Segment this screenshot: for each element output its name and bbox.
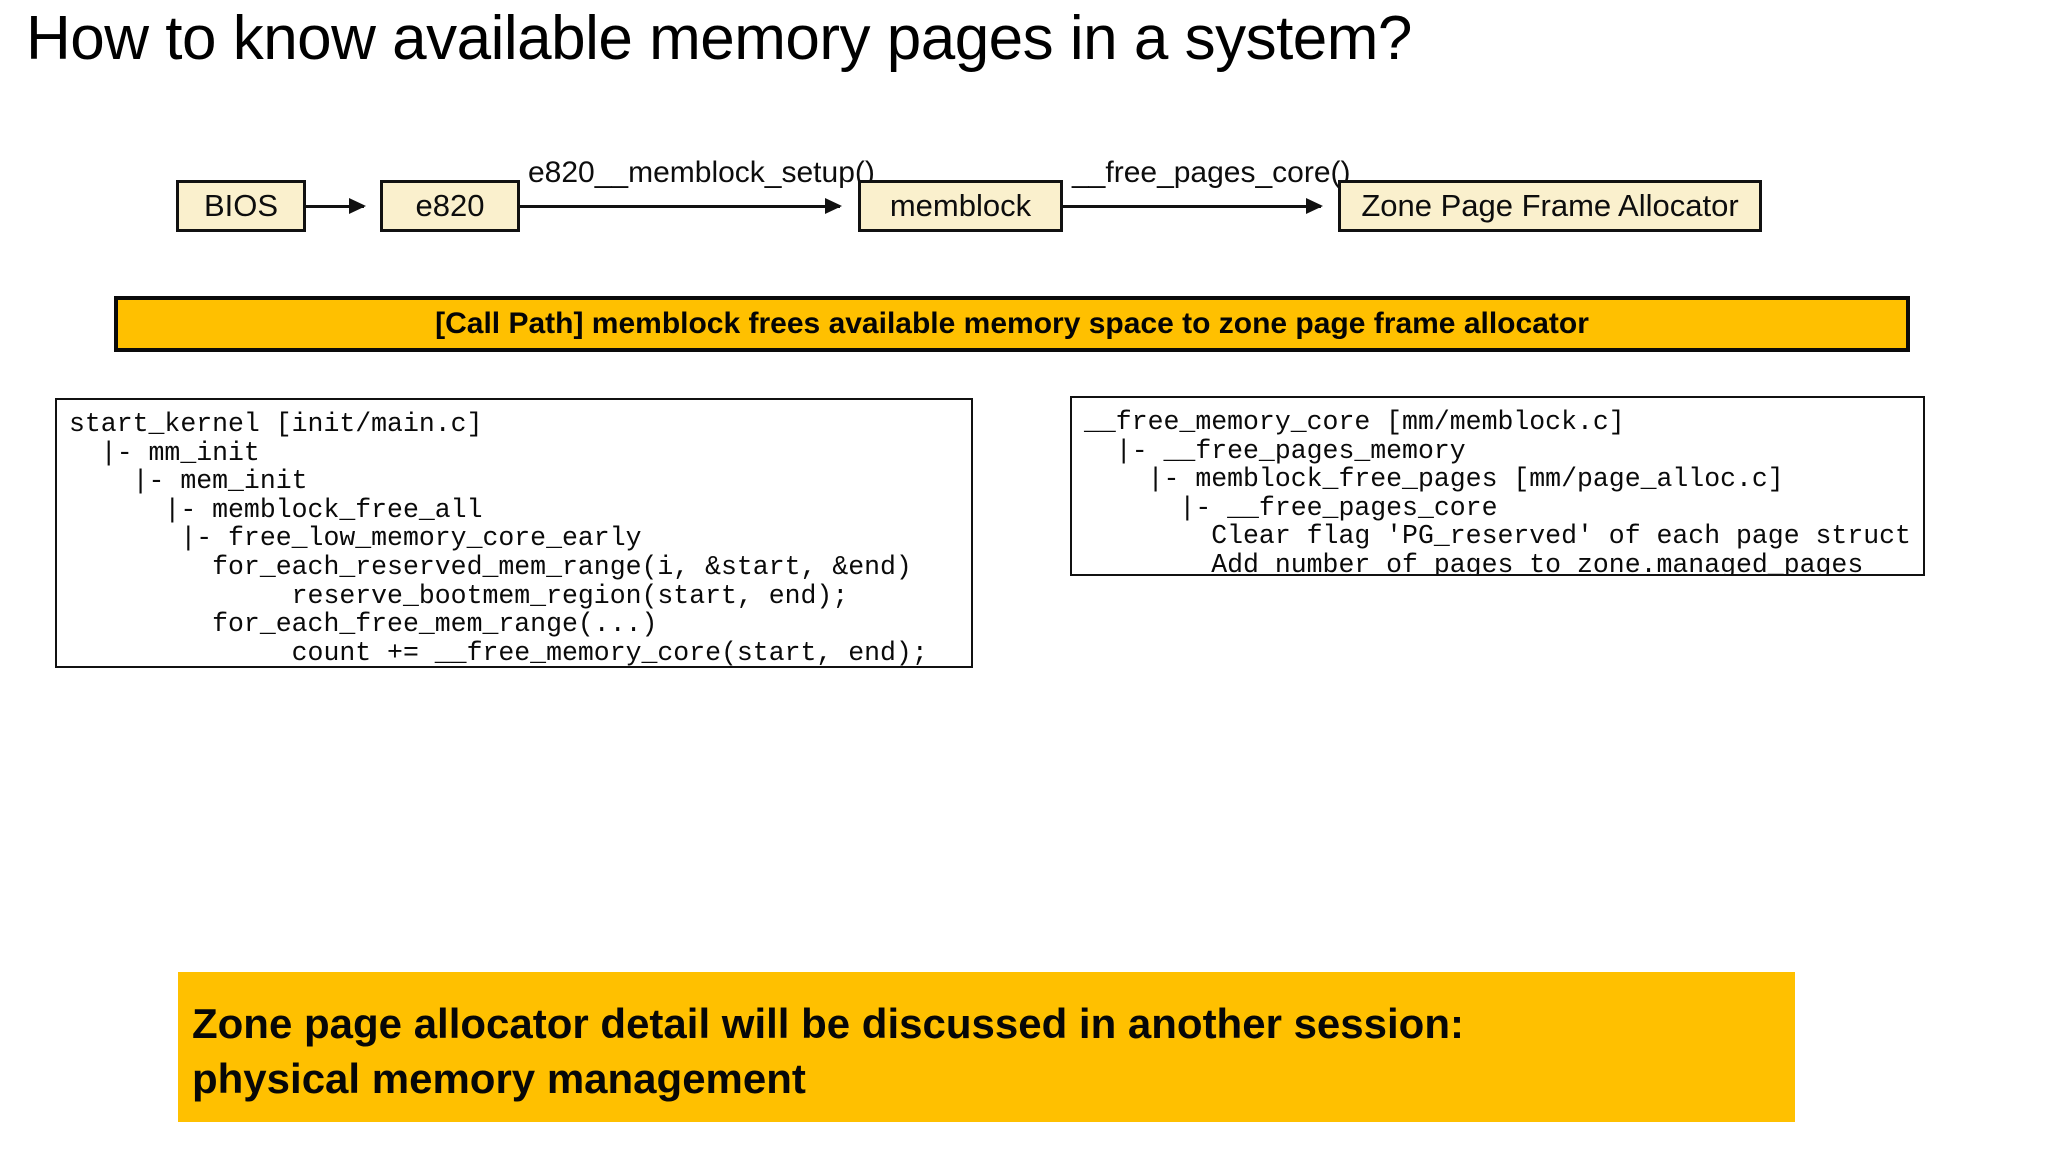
flow-box-bios: BIOS [176,180,306,232]
arrow-bios-to-e820-icon [306,198,366,214]
code-block-start-kernel: start_kernel [init/main.c] |- mm_init |-… [55,398,973,668]
arrow-e820-to-memblock-icon [520,198,842,214]
arrow-label-e820-memblock-setup: e820__memblock_setup() [528,156,875,189]
arrow-label-free-pages-core: __free_pages_core() [1072,156,1351,189]
call-path-banner: [Call Path] memblock frees available mem… [114,296,1910,352]
bottom-note-banner: Zone page allocator detail will be discu… [178,972,1795,1122]
flow-diagram: BIOS e820 e820__memblock_setup() membloc… [0,156,2048,250]
arrow-memblock-to-zone-icon [1063,198,1323,214]
code-block-free-memory-core: __free_memory_core [mm/memblock.c] |- __… [1070,396,1925,576]
bottom-note-line-2: physical memory management [192,1055,806,1103]
page-title: How to know available memory pages in a … [26,4,1412,73]
flow-box-memblock: memblock [858,180,1063,232]
flow-box-e820: e820 [380,180,520,232]
bottom-note-line-1: Zone page allocator detail will be discu… [192,1000,1464,1047]
flow-box-zone-page-frame-allocator: Zone Page Frame Allocator [1338,180,1762,232]
